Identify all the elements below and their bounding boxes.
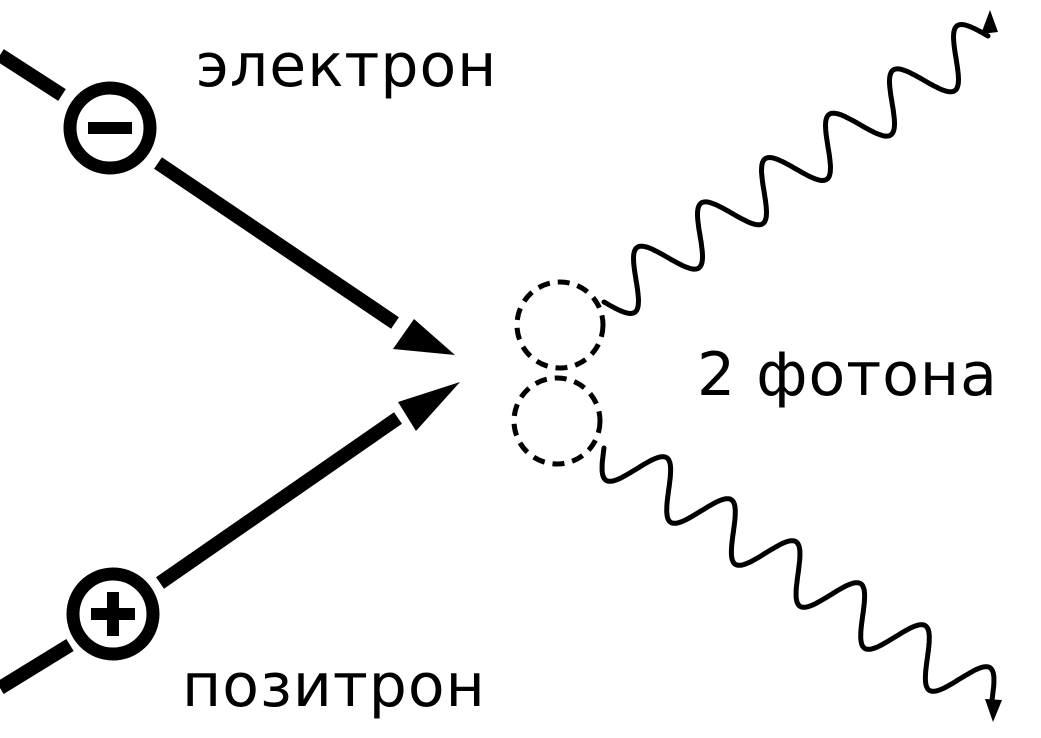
electron-label: электрон	[196, 31, 497, 101]
electron-arrow-line	[154, 157, 399, 329]
positron-track	[0, 382, 460, 694]
positron-incoming-line	[0, 639, 74, 694]
positron-arrowhead	[398, 382, 460, 431]
positron-particle	[66, 567, 160, 661]
photon-arrowhead-lower	[985, 699, 1002, 722]
annihilation-point	[511, 279, 606, 467]
photon-wave-upper	[601, 22, 991, 316]
electron-arrowhead	[393, 319, 455, 355]
positron-arrow-line	[156, 412, 402, 589]
photon-wave-lower	[599, 445, 997, 703]
electron-incoming-line	[0, 49, 66, 101]
dashed-circle-lower	[511, 375, 603, 467]
positron-label: позитрон	[182, 651, 486, 721]
photon-arrowhead-upper	[981, 10, 998, 34]
electron-track	[0, 49, 455, 355]
photons-label: 2 фотона	[697, 340, 998, 410]
electron-particle	[63, 81, 157, 175]
dashed-circle-upper	[514, 279, 606, 371]
